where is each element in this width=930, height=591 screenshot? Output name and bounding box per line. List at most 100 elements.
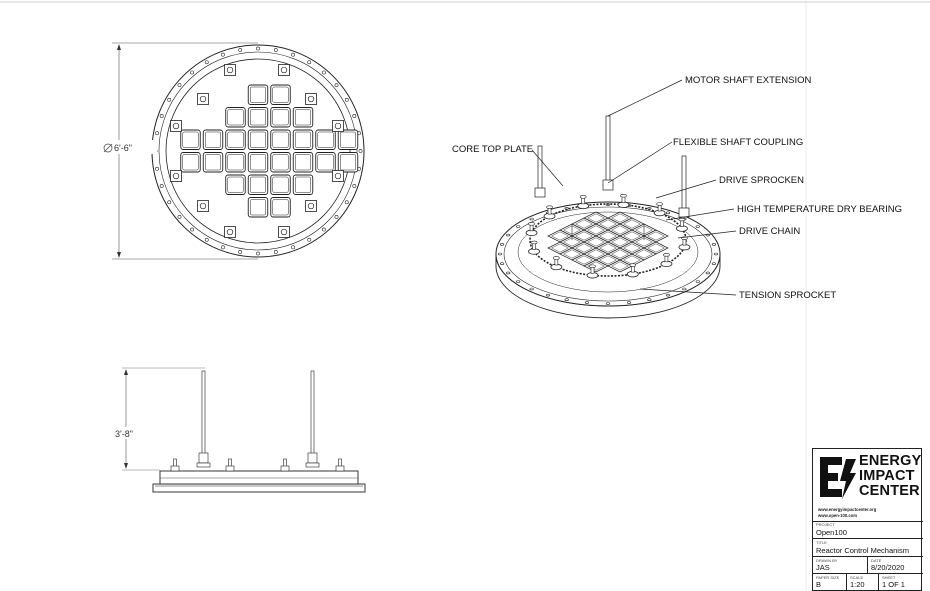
iso-bolt-hole (647, 298, 652, 302)
fuel-cell-inner (250, 154, 266, 171)
control-rod-hole (307, 95, 315, 103)
top-view (151, 44, 365, 258)
iso-bolt-hole (713, 252, 719, 256)
fuel-cell-inner (250, 109, 266, 126)
scale-label: SCALE (850, 575, 864, 580)
fuel-cell (270, 152, 291, 173)
iso-bolt-hole (626, 301, 632, 304)
fuel-cell (270, 129, 291, 150)
fuel-cell-inner (227, 131, 244, 148)
iso-bolt-hole (665, 293, 671, 297)
flange-bolt-hole (307, 60, 312, 65)
iso-fuel-cell-inner (575, 243, 593, 253)
fuel-cell-inner (272, 154, 289, 171)
fuel-cell (247, 107, 269, 128)
side-view: 3'-8" (113, 367, 366, 493)
flange-bolt-hole (190, 70, 195, 75)
iso-bearing (579, 195, 587, 199)
iso-fuel-cell-inner (599, 243, 617, 253)
paper-size-label: PAPER SIZE (816, 575, 840, 580)
fuel-cell (270, 174, 291, 195)
project-value: Open100 (816, 528, 847, 537)
iso-bearing (546, 205, 553, 209)
iso-bolt-hole (665, 211, 671, 215)
flange-bolt-hole (204, 237, 209, 242)
control-rod-hole (280, 66, 288, 74)
fuel-cell-inner (272, 86, 289, 103)
drawn-by-value: JAS (816, 563, 830, 572)
control-rod-pad (197, 200, 209, 212)
fuel-cell-inner (182, 154, 199, 171)
callout-high-temperature-dry-bearing: HIGH TEMPERATURE DRY BEARING (737, 204, 902, 215)
iso-flexible-shaft-coupling (602, 179, 614, 191)
iso-bolt-hole (506, 233, 511, 237)
iso-fuel-cell-inner (611, 249, 629, 259)
iso-fuel-cell-inner (551, 243, 569, 253)
iso-fuel-cell (583, 259, 609, 273)
iso-fuel-cell-inner (611, 261, 629, 271)
fuel-cell (315, 152, 336, 173)
flange-bolt-hole (273, 250, 278, 254)
iso-bolt-hole (529, 217, 534, 221)
flange-bolt-hole (190, 227, 195, 232)
drawn-date-row: DRAWN BY JAS DATE 8/20/2020 (813, 557, 923, 574)
fuel-cell-inner (340, 131, 356, 148)
height-dimension-label: 3'-8" (115, 429, 133, 439)
control-rod-hole (199, 95, 207, 103)
fuel-cell (292, 152, 314, 173)
fuel-cell (225, 129, 246, 150)
fuel-cell-inner (227, 176, 244, 193)
iso-bolt-hole (545, 293, 551, 297)
iso-bearing (530, 240, 538, 245)
iso-bolt-hole (584, 301, 590, 304)
control-rod-pad (170, 120, 182, 132)
flange-bolt-hole (256, 251, 260, 256)
top-plate-edge (165, 58, 351, 244)
fuel-cell-inner (227, 154, 244, 171)
fuel-cell (202, 129, 224, 150)
sheet-value: 1 OF 1 (882, 580, 905, 589)
iso-bolt-hole (711, 243, 717, 246)
fuel-cell-inner (250, 199, 266, 216)
fuel-cell (247, 129, 269, 150)
fuel-cell (292, 129, 314, 150)
fuel-cell-inner (317, 131, 334, 148)
control-rod-pad (305, 93, 317, 105)
iso-shaft-right (681, 155, 687, 215)
iso-bolt-hole (529, 287, 534, 291)
fuel-cell-inner (250, 176, 266, 193)
fuel-cell-inner (272, 109, 289, 126)
iso-fuel-cell-inner (599, 219, 617, 229)
iso-bearing (589, 264, 596, 268)
flange-bolt-hole (307, 237, 312, 242)
control-rod-hole (226, 228, 234, 236)
flange-bolt-hole (256, 46, 260, 51)
iso-fuel-cell-inner (623, 219, 641, 229)
iso-fuel-cell-inner (623, 243, 641, 253)
fuel-cell-inner (272, 199, 289, 216)
iso-fuel-cell-inner (599, 231, 617, 241)
iso-bolt-hole (499, 262, 505, 265)
fuel-cell (292, 174, 314, 195)
brand-line-1: ENERGY (859, 453, 922, 469)
iso-bolt-hole (695, 280, 700, 283)
iso-bolt-hole (705, 271, 710, 275)
iso-fuel-cell-inner (551, 231, 569, 241)
control-rod-hole (199, 202, 207, 210)
fuel-cell (292, 107, 314, 128)
control-rod-pad (305, 200, 317, 212)
control-rod-hole (172, 122, 180, 130)
iso-bolt-hole (516, 280, 521, 283)
title-label: TITLE (816, 540, 827, 545)
side-stud-nut (280, 465, 290, 472)
fuel-cell (270, 107, 291, 128)
flange-bolt-hole (221, 52, 225, 57)
flange-bolt-hole (291, 52, 295, 57)
control-rod-hole (172, 172, 180, 180)
iso-bolt-hole (682, 287, 687, 291)
iso-shaft-left (537, 145, 543, 195)
control-rod-pad (278, 64, 290, 76)
control-rod-hole (334, 172, 342, 180)
fuel-cell-inner (317, 154, 334, 171)
control-rod-pad (278, 226, 290, 238)
